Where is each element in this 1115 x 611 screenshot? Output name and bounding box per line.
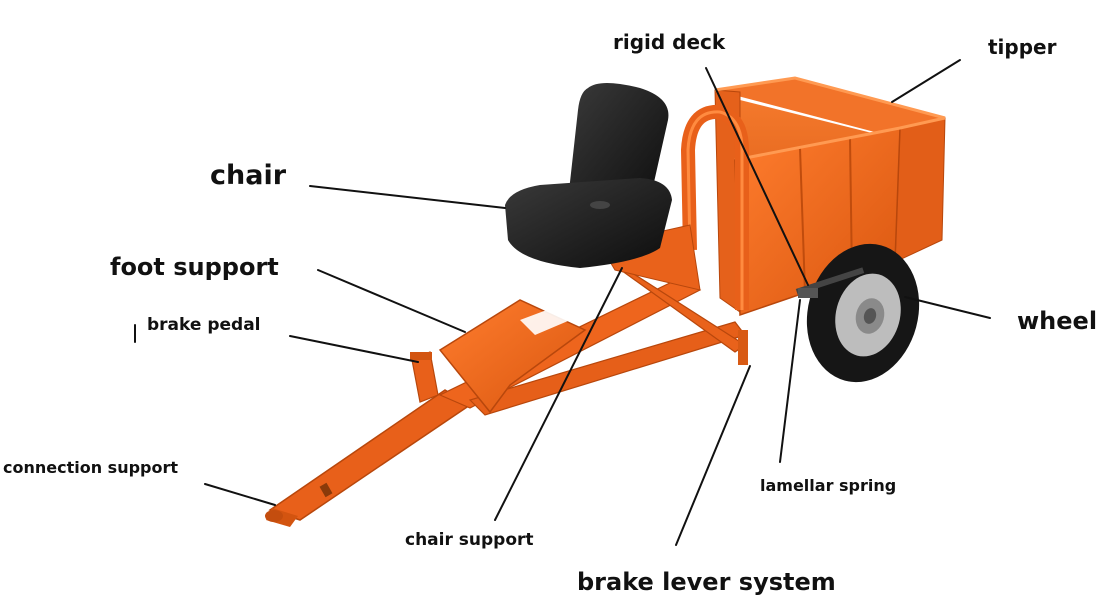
brake-pedal [410, 351, 439, 403]
label-tipper: tipper [988, 35, 1057, 59]
chair-seat [505, 83, 672, 268]
leader-rigid-deck [705, 67, 809, 286]
label-chair: chair [210, 160, 287, 191]
drawbar [265, 389, 472, 527]
label-brake-lever-system: brake lever system [577, 568, 836, 596]
label-chair-support: chair support [405, 530, 534, 550]
label-foot-support: foot support [110, 253, 279, 281]
leader-chair-support [494, 267, 623, 521]
leaf-spring [795, 267, 865, 298]
leader-lamellar-spring [779, 299, 801, 463]
hitch-ring [265, 510, 283, 522]
label-connection-support: connection support [3, 458, 179, 477]
leader-tipper [891, 59, 961, 103]
label-rigid-deck: rigid deck [613, 30, 726, 54]
label-wheel: wheel [1017, 307, 1098, 335]
label-brake-pedal: brake pedal [147, 315, 261, 335]
leader-lines [134, 59, 991, 546]
leader-brake-lever [675, 365, 751, 546]
rear-leg [738, 330, 748, 365]
leader-connection-support [204, 483, 276, 506]
leader-foot-support [317, 269, 466, 333]
leader-wheel [904, 296, 991, 319]
leader-brake-pedal [289, 335, 419, 363]
label-lamellar-spring: lamellar spring [760, 476, 897, 495]
leader-chair [309, 185, 506, 209]
